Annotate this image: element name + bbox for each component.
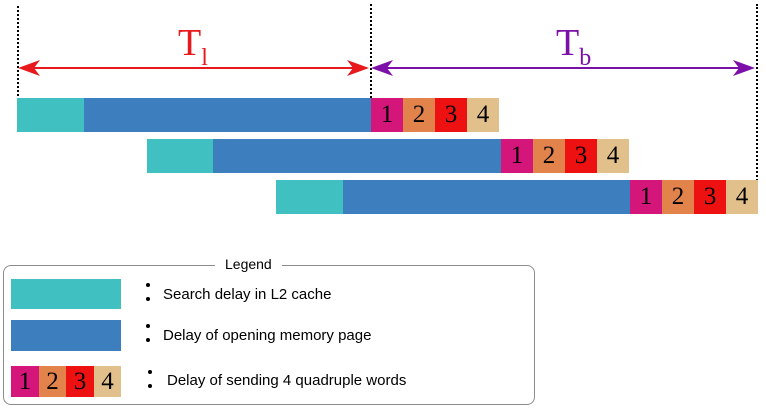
search-delay-bar (276, 180, 343, 214)
word-4-cell: 4 (597, 139, 629, 173)
word-2-cell: 2 (662, 180, 694, 214)
word-4-cell: 4 (726, 180, 758, 214)
word-4-cell: 4 (467, 98, 499, 132)
t-latency-arrow (18, 60, 369, 76)
dotted-marker-end (756, 4, 758, 184)
legend-label-search: Search delay in L2 cache (163, 286, 332, 303)
dotted-marker-middle (370, 4, 372, 98)
memory-page-delay-bar (343, 180, 630, 214)
t-burst-label: Tb (556, 22, 591, 71)
legend-title: Legend (215, 256, 282, 272)
t-burst-sub: b (579, 45, 592, 71)
legend-word-1-cell: 1 (11, 366, 39, 397)
memory-page-delay-bar (84, 98, 371, 132)
word-3-cell: 3 (694, 180, 726, 214)
word-3-cell: 3 (435, 98, 467, 132)
t-burst-main: T (556, 22, 580, 64)
legend-swatch-memory-page (11, 320, 121, 351)
word-2-cell: 2 (533, 139, 565, 173)
word-3-cell: 3 (565, 139, 597, 173)
t-latency-sub: l (201, 45, 208, 71)
legend-swatch-search (11, 279, 121, 309)
word-1-cell: 1 (630, 180, 662, 214)
timing-arrows (18, 60, 755, 76)
search-delay-bar (17, 98, 84, 132)
t-latency-main: T (178, 22, 202, 64)
search-delay-bar (147, 139, 213, 173)
memory-page-delay-bar (213, 139, 501, 173)
legend-word-2-cell: 2 (39, 366, 66, 397)
t-burst-arrow (371, 60, 755, 76)
word-1-cell: 1 (371, 98, 403, 132)
legend-label-words: Delay of sending 4 quadruple words (167, 372, 407, 389)
t-latency-label: Tl (178, 22, 208, 71)
word-1-cell: 1 (501, 139, 533, 173)
legend-word-4-cell: 4 (94, 366, 121, 397)
legend-word-3-cell: 3 (66, 366, 94, 397)
dotted-marker-start (17, 6, 19, 96)
legend-label-memory-page: Delay of opening memory page (163, 327, 372, 344)
word-2-cell: 2 (403, 98, 435, 132)
